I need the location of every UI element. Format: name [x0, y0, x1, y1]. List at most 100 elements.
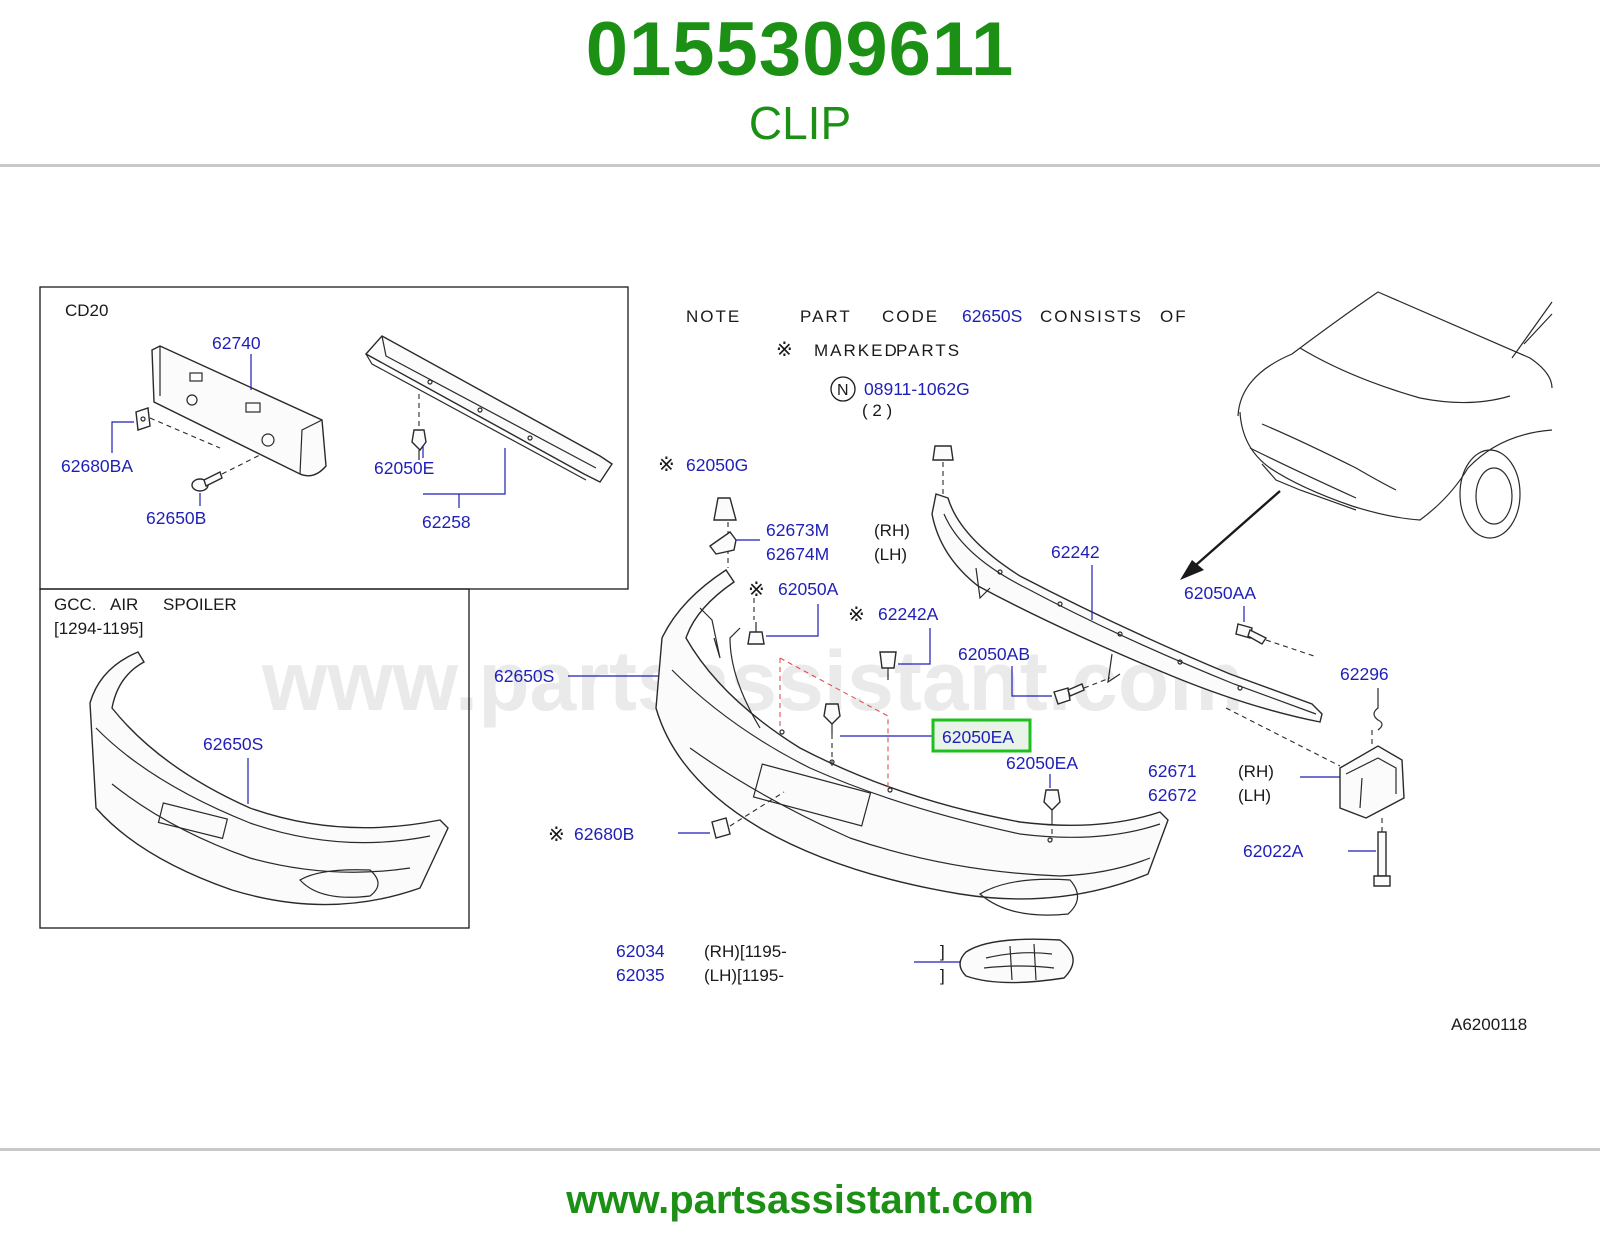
leader-line [766, 604, 819, 637]
label-62258[interactable]: 62258 [422, 512, 471, 532]
bracket-62673M-part [709, 531, 737, 555]
part-name-subtitle: CLIP [748, 97, 852, 149]
n-circle-icon [830, 376, 856, 402]
label-62050AB[interactable]: 62050AB [958, 644, 1030, 664]
label-62680BA[interactable]: 62680BA [61, 456, 133, 476]
bolt-62050A-part [747, 622, 765, 645]
part-number-title: 0155309611 [585, 7, 1015, 92]
footer-divider [0, 1148, 1600, 1151]
note-word-consists: CONSISTS [1040, 307, 1143, 326]
clip-62242A-part [879, 651, 897, 680]
reinforcement-62242-part [931, 493, 1323, 723]
bolt-62022A-part [1373, 831, 1391, 887]
dash-line [779, 657, 889, 788]
label-lh-2: (LH) [1238, 786, 1271, 805]
watermark-text: www.partsassistant.com [261, 634, 1244, 728]
label-62034[interactable]: 62034 [616, 941, 665, 961]
label-62673M[interactable]: 62673M [766, 520, 829, 540]
label-62050G[interactable]: 62050G [686, 455, 748, 475]
clip-62680BA-part [135, 407, 151, 431]
bolt-62650B-part [191, 471, 223, 492]
fog-lamp-cover-part [959, 938, 1074, 984]
label-62671[interactable]: 62671 [1148, 761, 1197, 781]
label-62650B[interactable]: 62650B [146, 508, 206, 528]
bracket-close-1: ] [940, 942, 945, 961]
label-62035[interactable]: 62035 [616, 965, 665, 985]
mark-62050A: ※ [748, 579, 765, 601]
clip-62050EA-second-part [1043, 789, 1061, 820]
clip-62050G-part [713, 497, 737, 521]
label-rh-2: (RH) [1238, 762, 1274, 781]
dash-line [1265, 639, 1315, 657]
label-62022A[interactable]: 62022A [1243, 841, 1304, 861]
note-word-of: OF [1160, 307, 1188, 326]
note-word-part: PART [800, 307, 852, 326]
label-62674M[interactable]: 62674M [766, 544, 829, 564]
clip-62296-part [1373, 688, 1383, 731]
diagram-code: A6200118 [1451, 1015, 1527, 1034]
bolt-62050AB-part [1053, 683, 1085, 705]
note-word-parts: PARTS [896, 341, 961, 360]
label-rh-3: (RH)[1195- [704, 942, 787, 961]
mark-62680B: ※ [548, 824, 565, 846]
label-62740[interactable]: 62740 [212, 333, 261, 353]
dash-line [1225, 707, 1341, 767]
leader-line [1011, 666, 1052, 697]
page-header: 0155309611 CLIP [0, 0, 1600, 168]
label-qty-2: ( 2 ) [862, 401, 892, 420]
car-illustration [1237, 291, 1553, 539]
inset-spoiler-title-a: GCC. [54, 595, 97, 614]
label-08911-1062G[interactable]: 08911-1062G [864, 379, 970, 399]
label-62050EA-highlight[interactable]: 62050EA [942, 727, 1014, 747]
note-mark-symbol: ※ [776, 339, 793, 361]
footer-url-link[interactable]: www.partsassistant.com [566, 1178, 1034, 1222]
clip-62050E-part [411, 429, 427, 460]
pointer-arrow-shaft [1187, 490, 1281, 573]
label-62242A[interactable]: 62242A [878, 604, 939, 624]
leader-line [898, 628, 931, 665]
label-62650S[interactable]: 62650S [494, 666, 554, 686]
nut-08911-part [932, 445, 954, 461]
label-62296[interactable]: 62296 [1340, 664, 1389, 684]
dash-line [149, 417, 221, 449]
license-plate-bracket-part [151, 345, 327, 477]
label-rh-1: (RH) [874, 521, 910, 540]
leader-62680BA [111, 421, 134, 453]
header-divider [0, 164, 1600, 167]
note-word-note: NOTE [686, 307, 741, 326]
label-62050A[interactable]: 62050A [778, 579, 839, 599]
label-spoiler-62650S[interactable]: 62650S [203, 734, 263, 754]
label-62242[interactable]: 62242 [1051, 542, 1100, 562]
clip-62680B-part [711, 817, 731, 839]
label-62672[interactable]: 62672 [1148, 785, 1197, 805]
highlight-box[interactable] [931, 718, 1032, 753]
n-circle-letter: N [837, 382, 849, 399]
spoiler-bumper-part [89, 651, 449, 906]
parts-diagram: www.partsassistant.com CD20 62740 62680B… [39, 286, 1553, 1034]
bracket-close-2: ] [940, 966, 945, 985]
front-bumper-62650S-part [655, 569, 1169, 916]
bracket-62258-part [364, 335, 613, 483]
inset-cd20-title: CD20 [65, 301, 108, 320]
leader-62258 [423, 448, 506, 508]
note-word-code: CODE [882, 307, 939, 326]
mark-62050G: ※ [658, 454, 675, 476]
dash-line [729, 791, 785, 827]
label-62680B[interactable]: 62680B [574, 824, 634, 844]
inset-spoiler-title-b: AIR [110, 595, 138, 614]
label-lh-1: (LH) [874, 545, 907, 564]
label-62050EA[interactable]: 62050EA [1006, 753, 1078, 773]
dash-line [1083, 677, 1111, 689]
label-62050AA[interactable]: 62050AA [1184, 583, 1256, 603]
clip-62050EA-part [823, 703, 841, 734]
note-code-62650S[interactable]: 62650S [962, 306, 1022, 326]
inset-spoiler-frame [39, 588, 470, 929]
label-62050E[interactable]: 62050E [374, 458, 434, 478]
side-bracket-62671-part [1339, 745, 1405, 819]
dash-line [221, 453, 263, 475]
bolt-62050AA-part [1235, 623, 1268, 645]
inset-spoiler-range: [1294-1195] [54, 619, 143, 638]
inset-spoiler-title-c: SPOILER [163, 595, 237, 614]
label-lh-3: (LH)[1195- [704, 966, 784, 985]
pointer-arrow-head [1180, 560, 1204, 580]
